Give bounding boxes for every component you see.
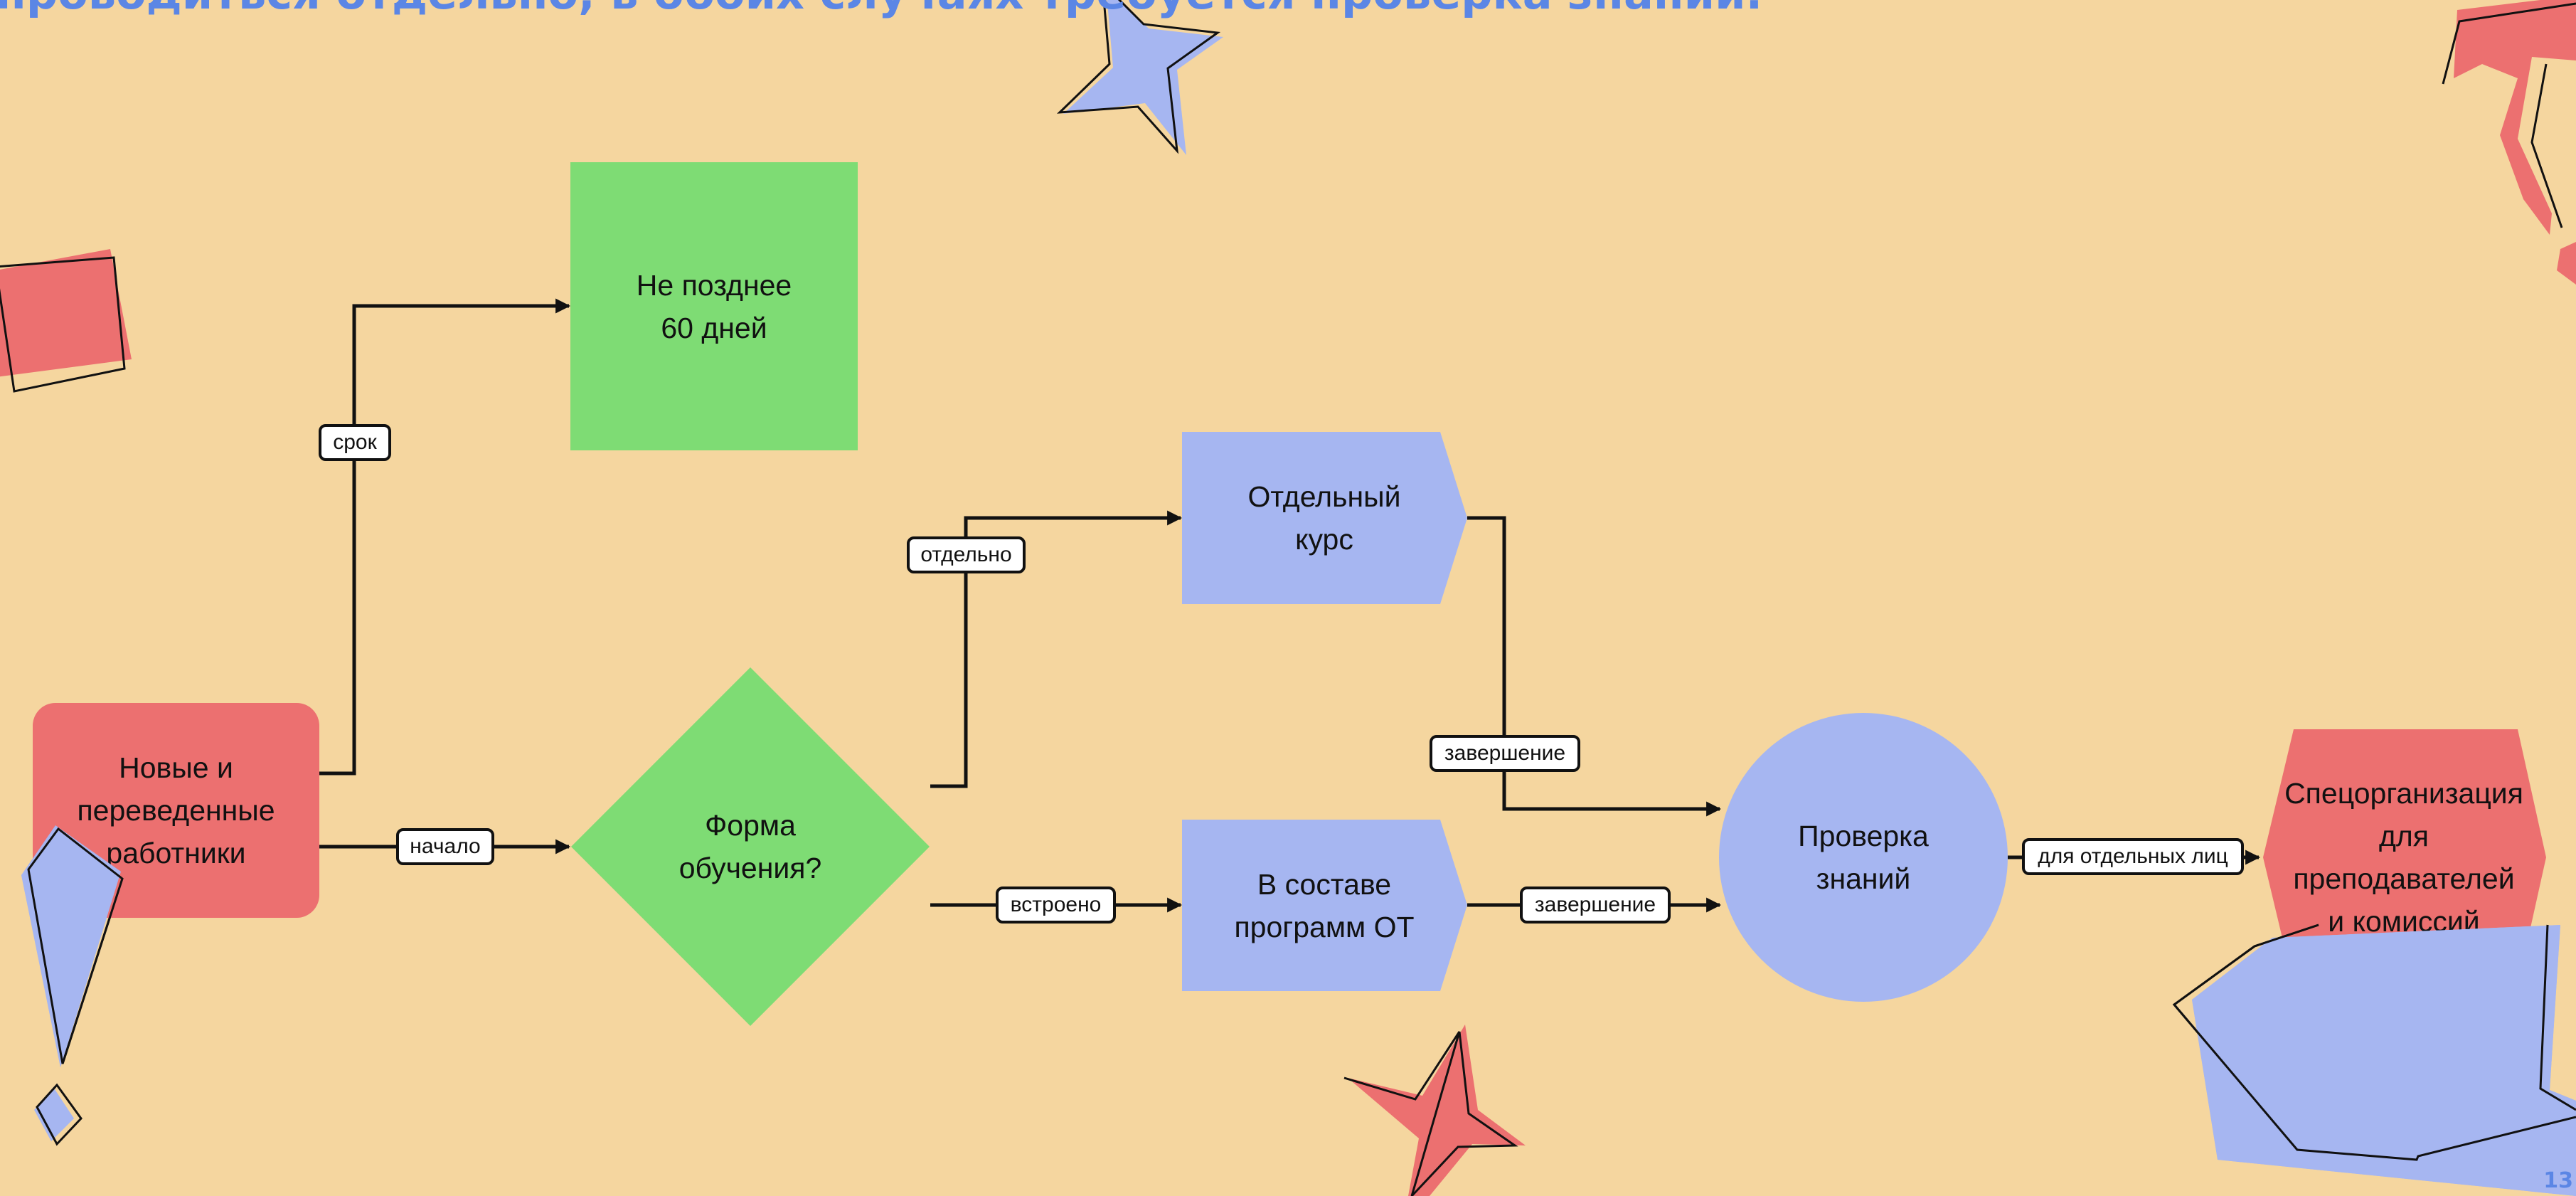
red-square-decoration xyxy=(0,249,132,393)
knowledge-check-node-shape xyxy=(1719,713,2008,1002)
decision-node[interactable]: Форма обучения? xyxy=(678,809,822,884)
deadline-node[interactable]: Не позднее 60 дней xyxy=(636,268,792,344)
edge-label-separately: отдельно xyxy=(907,536,1026,573)
within-programs-node-shape xyxy=(1182,820,1467,991)
edge-label-embedded: встроено xyxy=(996,887,1116,924)
edge-label-completion-course: завершение xyxy=(1430,735,1580,772)
blue-star-decoration xyxy=(1056,0,1223,155)
red-bracket-decoration xyxy=(2442,0,2576,285)
decision-node-shape xyxy=(571,667,930,1026)
deadline-node-shape xyxy=(570,162,858,450)
within-programs-node[interactable]: В составе программ ОТ xyxy=(1234,867,1415,943)
knowledge-check-node[interactable]: Проверка знаний xyxy=(1798,820,1929,895)
separate-course-node[interactable]: Отдельный курс xyxy=(1247,480,1401,556)
new-workers-node[interactable]: Новые и переведенные работники xyxy=(77,751,275,869)
page-number: 13 xyxy=(2543,1168,2573,1193)
edge-label-for-individuals: для отдельных лиц xyxy=(2022,838,2244,875)
edge-label-deadline: срок xyxy=(319,424,391,461)
red-star-decoration xyxy=(1343,1025,1526,1196)
special-org-node-shape xyxy=(2263,729,2546,985)
separate-course-node-shape xyxy=(1182,432,1467,604)
slide-heading: проводиться отдельно, в обоих случаях тр… xyxy=(0,0,1762,19)
edge-label-completion-programs: завершение xyxy=(1520,887,1671,924)
special-org-node[interactable]: Спецорганизация для преподавателей и ком… xyxy=(2284,777,2523,938)
connector-separately xyxy=(930,510,1183,788)
connector-deadline xyxy=(319,298,571,776)
connector-completion-course xyxy=(1467,516,1722,817)
edge-label-start: начало xyxy=(396,828,494,865)
